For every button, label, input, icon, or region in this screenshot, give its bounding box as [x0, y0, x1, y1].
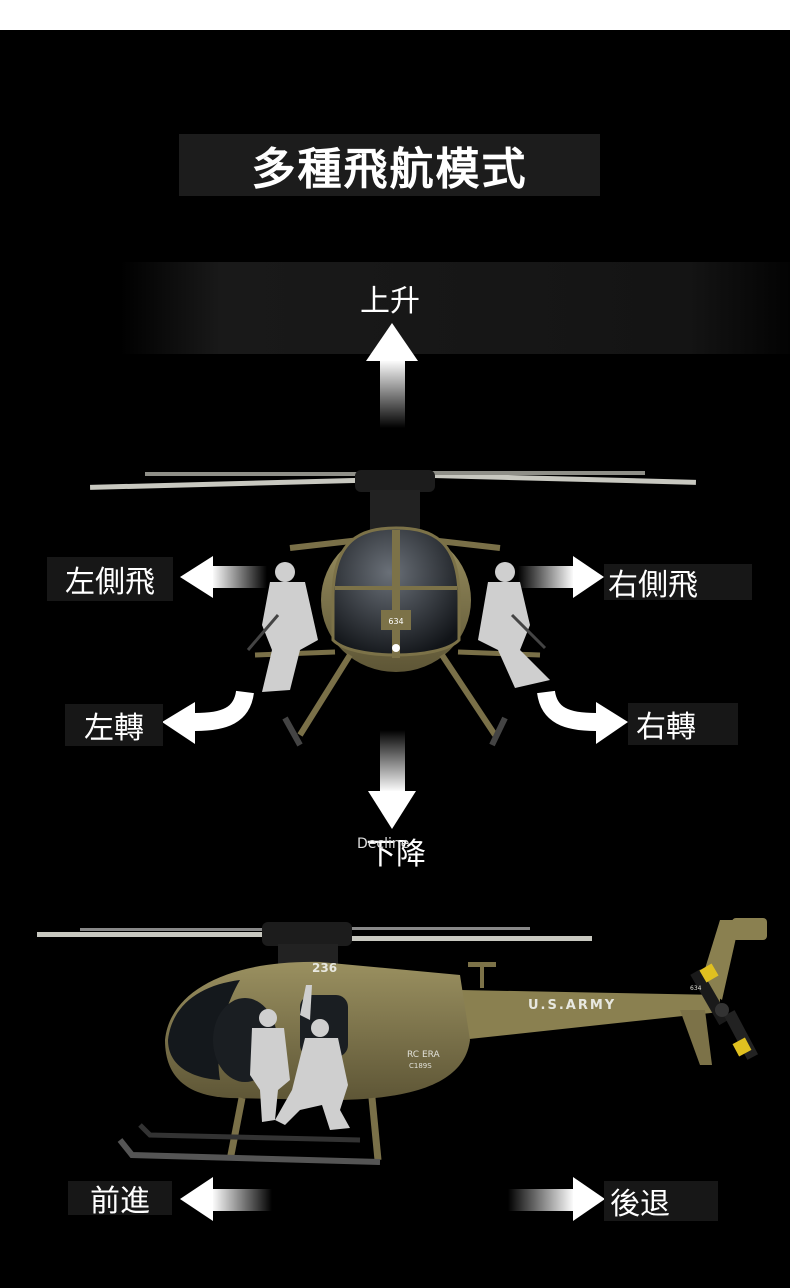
label-down-overlay: Decline [357, 836, 410, 852]
arrow-down-icon [368, 730, 416, 829]
helicopter-side-view: 236 U.S.ARMY RC ERA C189S 634 [37, 918, 767, 1165]
label-backward-text: 後退 [610, 1187, 670, 1222]
arrow-backward-icon [508, 1177, 605, 1221]
arrow-right-icon [518, 556, 604, 598]
svg-text:634: 634 [388, 617, 403, 626]
background-band [120, 262, 790, 354]
arrow-up-icon [366, 323, 418, 428]
label-left-side: 左側飛 [47, 557, 173, 601]
arrow-left-icon [180, 556, 267, 598]
top-white-strip [0, 0, 790, 30]
label-turn-left-text: 左轉 [84, 711, 144, 746]
label-backward: 後退 [604, 1181, 718, 1222]
label-down: 下降 [366, 837, 426, 872]
label-turn-left: 左轉 [65, 704, 163, 746]
svg-text:RC ERA: RC ERA [407, 1050, 441, 1060]
helicopter-front-view: 634 [89, 470, 697, 747]
title-banner: 多種飛航模式 [179, 134, 600, 196]
label-turn-right-text: 右轉 [636, 710, 696, 745]
arrow-forward-icon [180, 1177, 272, 1221]
svg-text:236: 236 [312, 961, 337, 975]
label-forward: 前進 [68, 1181, 172, 1219]
svg-text:U.S.ARMY: U.S.ARMY [528, 998, 616, 1013]
label-up: 上升 [360, 284, 420, 319]
svg-text:C189S: C189S [409, 1062, 432, 1070]
label-left-side-text: 左側飛 [65, 565, 155, 600]
turn-left-icon [162, 690, 254, 744]
page-title: 多種飛航模式 [251, 144, 528, 195]
label-turn-right: 右轉 [628, 703, 738, 745]
svg-text:634: 634 [690, 985, 702, 992]
label-right-side-text: 右側飛 [608, 568, 698, 603]
turn-right-icon [537, 690, 628, 744]
label-right-side: 右側飛 [604, 564, 752, 603]
label-forward-text: 前進 [90, 1184, 150, 1219]
